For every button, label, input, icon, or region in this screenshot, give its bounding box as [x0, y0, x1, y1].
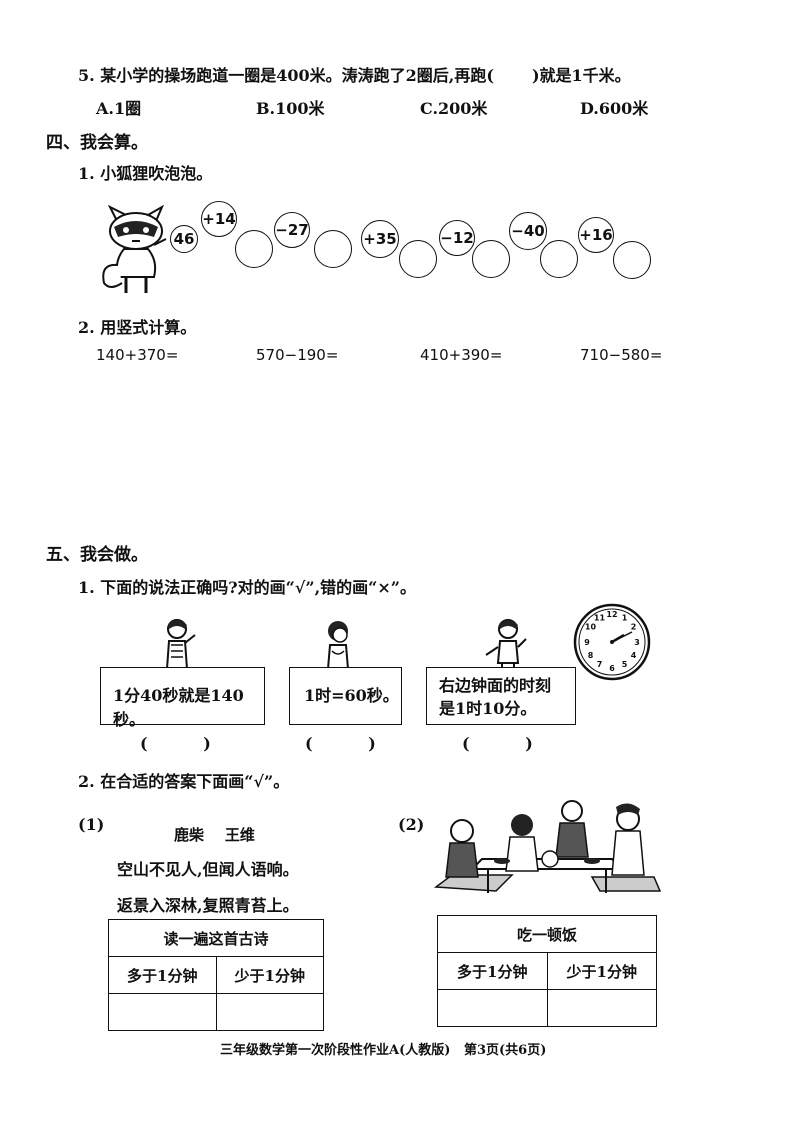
poem-line-2: 返景入深林,复照青苔上。: [117, 896, 299, 915]
svg-text:9: 9: [584, 638, 590, 647]
answer-paren-3[interactable]: ( ): [462, 734, 533, 753]
family-eating-icon: [433, 800, 662, 893]
q5-stem-part2: )就是1千米。: [531, 66, 631, 85]
statement-1-text: 1分40秒就是140秒。: [113, 686, 244, 729]
svg-text:10: 10: [585, 623, 597, 632]
part1-label: (1): [78, 815, 105, 834]
svg-text:6: 6: [609, 664, 615, 673]
answer-bubble-2[interactable]: [314, 230, 352, 268]
answer-paren-2[interactable]: ( ): [305, 734, 376, 753]
table-2-header: 吃一顿饭: [437, 915, 657, 953]
svg-text:7: 7: [597, 660, 603, 669]
svg-text:3: 3: [634, 638, 640, 647]
statement-box-3: 右边钟面的时刻 是1时10分。: [426, 667, 576, 725]
q5-option-c: C.200米: [420, 99, 488, 118]
section5-q2-title: 2. 在合适的答案下面画“√”。: [78, 772, 290, 791]
svg-text:12: 12: [606, 610, 617, 619]
answer-table-1: 读一遍这首古诗 多于1分钟 少于1分钟: [108, 919, 324, 1031]
statement-box-1: 1分40秒就是140秒。: [100, 667, 265, 729]
page-footer: 三年级数学第一次阶段性作业A(人教版) 第3页(共6页): [220, 1043, 547, 1058]
op-bubble-3: +35: [361, 220, 399, 258]
table-1-answer-less[interactable]: [215, 993, 324, 1031]
svg-text:5: 5: [622, 660, 628, 669]
svg-text:8: 8: [588, 651, 594, 660]
statement-box-2: 1时=60秒。: [289, 667, 402, 725]
op-bubble-6: +16: [578, 217, 614, 253]
start-bubble: 46: [170, 225, 198, 253]
part2-label: (2): [398, 815, 425, 834]
child-figure-icon: [326, 621, 350, 669]
op-bubble-4: −12: [439, 220, 475, 256]
q5-stem: 5. 某小学的操场跑道一圈是400米。涛涛跑了2圈后,再跑( )就是1千米。: [78, 62, 631, 86]
q5-stem-part1: 5. 某小学的操场跑道一圈是400米。涛涛跑了2圈后,再跑(: [78, 66, 494, 85]
q5-option-d: D.600米: [580, 99, 649, 118]
fox-icon: [102, 205, 167, 293]
table-2-answer-less[interactable]: [546, 989, 657, 1027]
answer-bubble-1[interactable]: [235, 230, 273, 268]
svg-text:11: 11: [594, 614, 606, 623]
answer-paren-1[interactable]: ( ): [140, 734, 211, 753]
q5-option-a: A.1圈: [96, 99, 142, 118]
svg-text:2: 2: [631, 623, 637, 632]
table-2-col-less: 少于1分钟: [546, 952, 657, 990]
calc-4: 710−580=: [580, 346, 663, 364]
op-bubble-5: −40: [509, 212, 547, 250]
section5-title: 五、我会做。: [46, 545, 148, 565]
table-1-col-less: 少于1分钟: [215, 956, 324, 994]
svg-text:1: 1: [622, 614, 628, 623]
table-1-answer-more[interactable]: [108, 993, 217, 1031]
answer-bubble-6[interactable]: [613, 241, 651, 279]
answer-bubble-5[interactable]: [540, 240, 578, 278]
table-1-header: 读一遍这首古诗: [108, 919, 324, 957]
calc-3: 410+390=: [420, 346, 503, 364]
section4-title: 四、我会算。: [46, 133, 148, 153]
child-figure-icon: [165, 619, 196, 669]
statement-2-text: 1时=60秒。: [304, 686, 399, 705]
section4-q1-title: 1. 小狐狸吹泡泡。: [78, 164, 213, 183]
table-2-col-more: 多于1分钟: [437, 952, 548, 990]
answer-table-2: 吃一顿饭 多于1分钟 少于1分钟: [437, 915, 657, 1027]
statement-3-line-2: 是1时10分。: [439, 699, 537, 718]
child-figure-icon: [485, 619, 527, 669]
statement-3-line-1: 右边钟面的时刻: [439, 676, 552, 695]
clock-icon: 12 1 2 3 4 5 6 7 8 9 10 11: [573, 603, 651, 681]
op-bubble-2: −27: [274, 212, 310, 248]
q5-option-b: B.100米: [256, 99, 325, 118]
section5-q1-title: 1. 下面的说法正确吗?对的画“√”,错的画“×”。: [78, 578, 416, 597]
table-1-col-more: 多于1分钟: [108, 956, 217, 994]
answer-bubble-3[interactable]: [399, 240, 437, 278]
poem-title: 鹿柴 王维: [174, 826, 255, 844]
poem-line-1: 空山不见人,但闻人语响。: [117, 860, 299, 879]
op-bubble-1: +14: [201, 201, 237, 237]
calc-1: 140+370=: [96, 346, 179, 364]
calc-2: 570−190=: [256, 346, 339, 364]
svg-text:4: 4: [631, 651, 637, 660]
answer-bubble-4[interactable]: [472, 240, 510, 278]
section4-q2-title: 2. 用竖式计算。: [78, 318, 197, 337]
table-2-answer-more[interactable]: [437, 989, 548, 1027]
